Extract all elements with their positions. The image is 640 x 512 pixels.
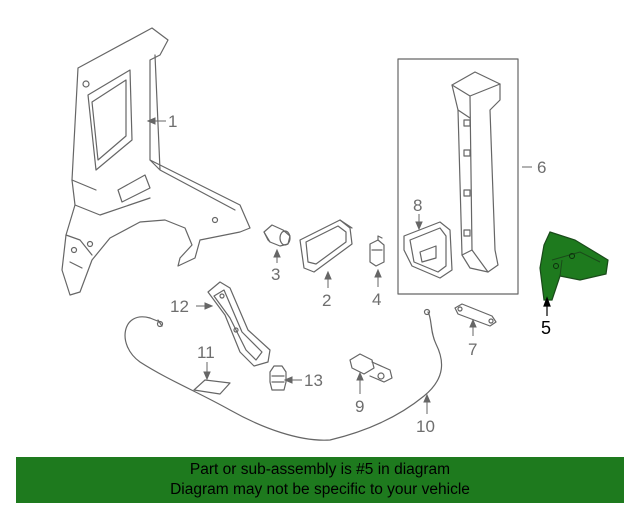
callout-2: 2 [322,291,331,310]
release-cable-part [124,311,443,441]
fuel-door-part [299,219,353,273]
callout-8: 8 [413,196,422,215]
callout-1: 1 [168,112,177,131]
hinge-part [207,281,271,367]
pad-part [193,379,231,395]
callout-3: 3 [271,265,280,284]
bracket-part [369,235,385,267]
callout-13: 13 [304,371,323,390]
callout-9: 9 [355,397,364,416]
strap-part [454,303,497,327]
callout-10: 10 [416,417,435,436]
quarter-panel-part [61,27,251,296]
part-6-group-box [397,58,519,295]
parts-diagram: 1 2 3 4 5 6 7 8 9 10 11 12 13 [61,27,609,441]
clip-part [269,365,287,391]
banner-line-2: Diagram may not be specific to your vehi… [170,481,470,498]
callout-6: 6 [537,158,546,177]
banner-line-1: Part or sub-assembly is #5 in diagram [189,461,451,478]
part-info-banner: Part or sub-assembly is #5 in diagram Di… [16,457,624,503]
callout-5: 5 [541,318,551,338]
inner-panel-part [403,221,453,279]
pin-part [263,224,291,247]
highlighted-part-5 [539,231,609,301]
callout-11: 11 [197,343,215,362]
callout-7: 7 [468,340,477,359]
pillar-reinforcement-part [451,71,501,273]
callout-12: 12 [170,297,189,316]
callout-4: 4 [372,290,381,309]
actuator-part [349,353,393,383]
